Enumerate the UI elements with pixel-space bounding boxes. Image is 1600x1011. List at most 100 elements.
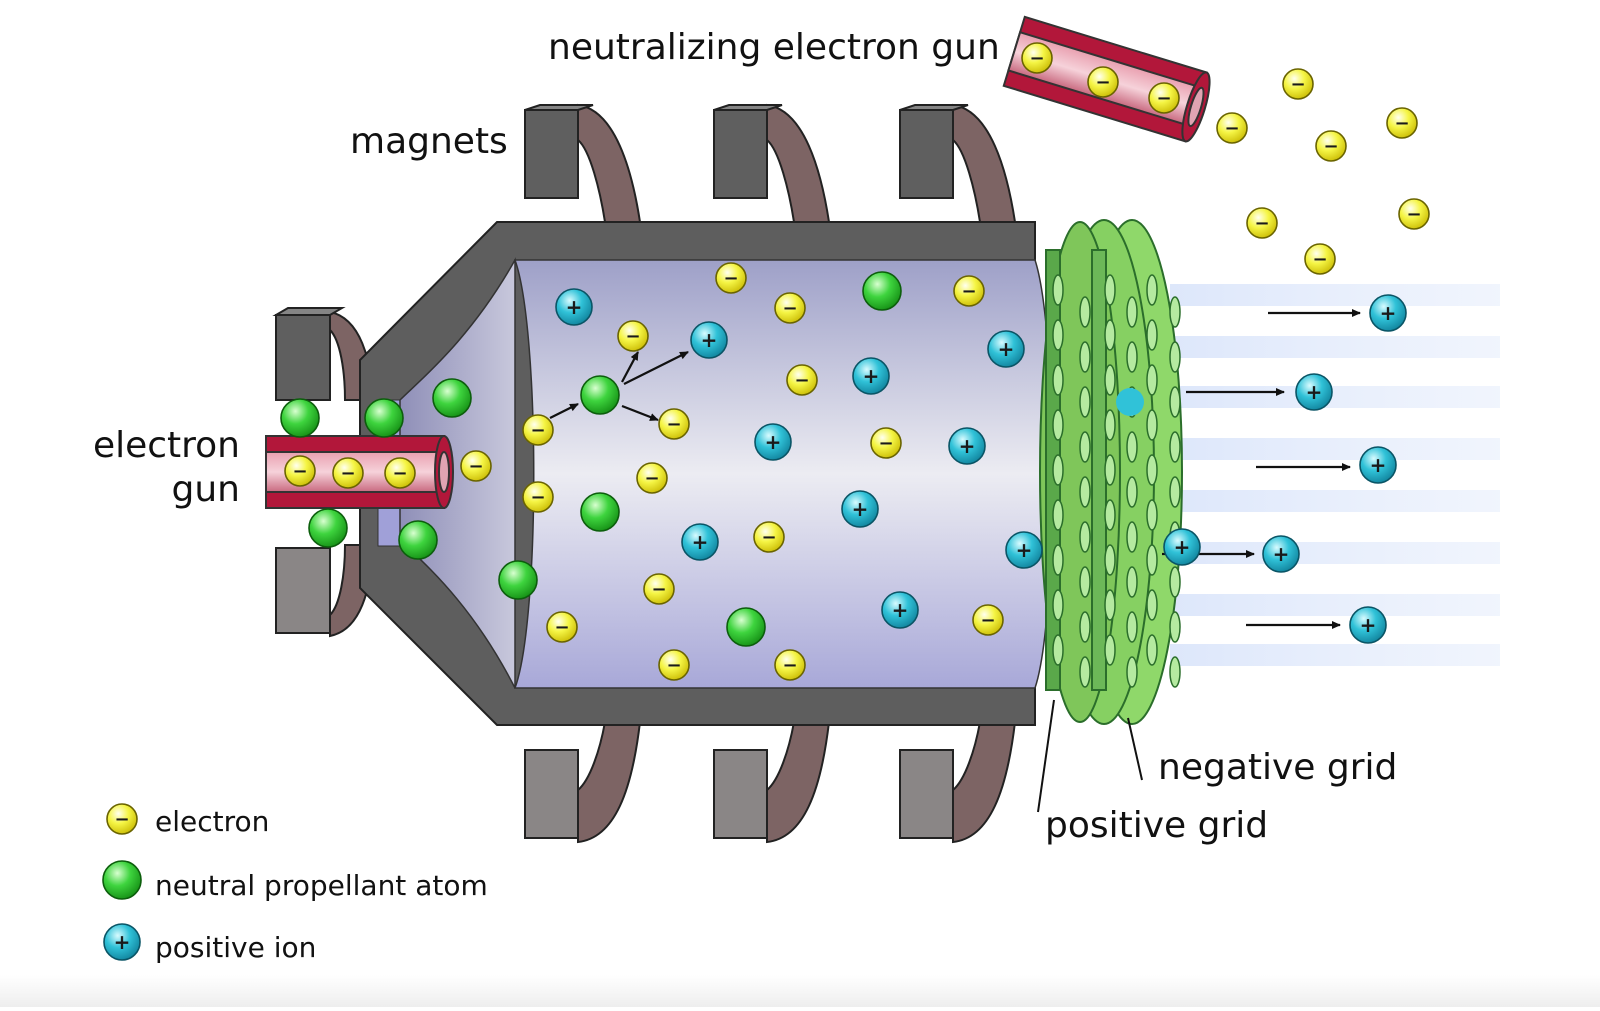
neutral-atom [498,560,538,600]
grid-hole [1126,431,1138,463]
grid-hole [1146,454,1158,486]
electron-symbol: − [340,463,355,484]
grid-hole [1052,544,1064,576]
grid-hole [1079,476,1091,508]
grid-hole [1104,634,1116,666]
ion-symbol: + [959,434,976,458]
electron-symbol: − [468,456,483,477]
leader-lines [1037,699,1143,813]
negative-grid-label: negative grid [1158,747,1398,788]
electron: − [774,649,806,681]
neutral-atom [726,607,766,647]
grid-hole [1104,409,1116,441]
positive-ion: + [1295,373,1333,411]
electron: − [658,408,690,440]
grid-hole [1052,589,1064,621]
grid-hole [1169,566,1181,598]
positive-ion: + [1163,528,1201,566]
ion-symbol: + [1174,535,1191,559]
electron-symbol: − [1312,249,1327,270]
grid-hole [1126,611,1138,643]
electron: − [715,262,747,294]
grid-hole [1104,274,1116,306]
electron: − [774,292,806,324]
ion-symbol: + [566,295,583,319]
positive-ion: + [841,490,879,528]
electron-symbol: − [292,461,307,482]
electron: − [753,521,785,553]
grid-hole [1126,656,1138,688]
legend-ion-icon: + [103,923,141,961]
grid-hole [1146,544,1158,576]
grid-hole [1146,634,1158,666]
ion-beam [1170,284,1500,666]
electron-symbol: − [392,463,407,484]
ion-symbol: + [701,328,718,352]
electron: − [643,573,675,605]
grid-hole [1104,319,1116,351]
grid-hole [1052,409,1064,441]
grid-hole [1126,566,1138,598]
neutral-atom [432,378,472,418]
grid-hole [1146,319,1158,351]
bottom-edge [0,975,1600,1007]
electron: − [1087,66,1119,98]
grid-hole [1052,634,1064,666]
electron: − [617,320,649,352]
grids [1039,219,1183,725]
arrow [621,404,659,422]
electron-symbol: − [625,326,640,347]
electron-gun-label-line2: gun [171,469,240,510]
grid-hole [1146,589,1158,621]
electron: − [1216,112,1248,144]
grid-hole [1079,611,1091,643]
positive-ion: + [881,591,919,629]
magnets-label: magnets [350,121,508,162]
grid-hole [1146,364,1158,396]
particles: −−−−−−−−−−−−−−−−−−−−−−−−−−−−−−++++++++++… [280,42,1430,681]
ion-symbol: + [1306,380,1323,404]
positive-ion: + [1349,606,1387,644]
grid-hole [1079,386,1091,418]
ion-symbol: + [1380,301,1397,325]
ion-symbol: + [692,530,709,554]
electron: − [284,455,316,487]
ion-symbol: + [765,430,782,454]
arrows [549,309,1361,629]
grid-hole [1104,589,1116,621]
electron: − [658,649,690,681]
electron: − [384,457,416,489]
positive-ion: + [1262,535,1300,573]
electron-symbol: − [1029,48,1044,69]
electron-symbol: − [723,268,738,289]
electron-symbol: − [794,370,809,391]
electron-symbol: − [1095,72,1110,93]
electron-gun-label-line1: electron [92,425,240,466]
grid-hole [1104,544,1116,576]
grid-holes [1052,274,1181,688]
grid-hole [1104,364,1116,396]
grid-hole [1126,521,1138,553]
electron: − [1386,107,1418,139]
electron-symbol: − [782,298,797,319]
electron: − [636,462,668,494]
ion-symbol: + [114,930,131,954]
electron: − [332,457,364,489]
electron-symbol: − [761,527,776,548]
grid-ion [1116,388,1144,416]
electron-symbol: − [651,579,666,600]
electron-symbol: − [114,809,129,830]
electron-symbol: − [666,414,681,435]
electron: − [546,611,578,643]
electron-symbol: − [1254,213,1269,234]
grid-hole [1126,341,1138,373]
grid-hole [1146,409,1158,441]
electron: − [460,450,492,482]
grid-hole [1052,499,1064,531]
electron-symbol: − [644,468,659,489]
electron: − [972,604,1004,636]
ion-symbol: + [998,337,1015,361]
legend-label-ion: positive ion [155,931,317,964]
grid-hole [1079,521,1091,553]
